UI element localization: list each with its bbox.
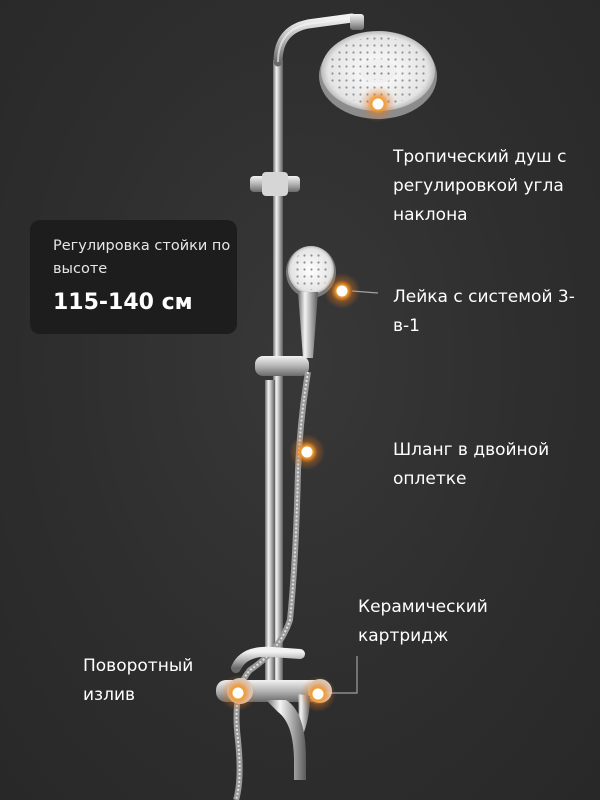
callout-rain-shower: Тропический душ с регулировкой угла накл… xyxy=(393,147,567,225)
height-adjust-value: 115-140 см xyxy=(53,290,193,315)
callout-hand-shower: Лейка с системой 3-в-1 xyxy=(393,287,575,336)
callout-spout: Поворотный излив xyxy=(83,656,194,705)
hotspot-cartridge xyxy=(300,676,336,712)
slide-holder xyxy=(255,356,309,376)
height-adjust-box: Регулировка стойки по высоте 115-140 см xyxy=(30,220,237,334)
hotspot-rain-shower xyxy=(360,86,396,122)
height-adjust-caption: Регулировка стойки по высоте xyxy=(53,238,231,277)
riser-pipe xyxy=(265,13,357,700)
hand-shower xyxy=(286,246,336,358)
upper-bracket xyxy=(250,172,300,196)
hotspot-spout xyxy=(220,675,256,711)
hotspot-hose xyxy=(289,434,325,470)
callout-hose: Шланг в двойной оплетке xyxy=(393,440,550,489)
rain-shower-head xyxy=(319,14,437,119)
callout-cartridge: Керамический картридж xyxy=(358,597,488,646)
hotspot-hand-shower xyxy=(324,273,360,309)
